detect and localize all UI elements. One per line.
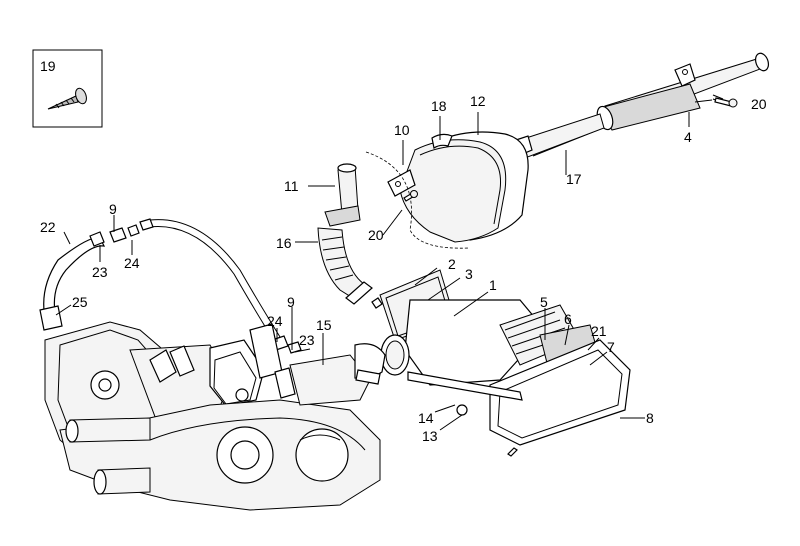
callout-3: 3 — [465, 266, 473, 282]
callout-20-upper: 20 — [751, 96, 767, 112]
leader-lines — [55, 99, 713, 431]
callout-15: 15 — [316, 317, 332, 333]
callout-17: 17 — [566, 171, 582, 187]
screw-left-airbox — [403, 190, 418, 202]
callout-2: 2 — [448, 256, 456, 272]
silencer-assembly — [515, 52, 770, 159]
callout-13: 13 — [422, 428, 438, 444]
callout-1: 1 — [489, 277, 497, 293]
callout-22: 22 — [40, 219, 56, 235]
callout-6: 6 — [564, 311, 572, 327]
inset-part-19: 19 — [32, 49, 103, 128]
callout-24-lower: 24 — [267, 313, 283, 329]
inset-label: 19 — [40, 58, 56, 74]
callout-18: 18 — [431, 98, 447, 114]
callout-24-upper: 24 — [124, 255, 140, 271]
callout-12: 12 — [470, 93, 486, 109]
callout-7: 7 — [607, 339, 615, 355]
callout-23-lower: 23 — [299, 332, 315, 348]
callout-25: 25 — [72, 294, 88, 310]
engine-block — [44, 321, 386, 511]
air-filter-housing — [371, 269, 631, 457]
callout-10: 10 — [394, 122, 410, 138]
callout-20-lower: 20 — [368, 227, 384, 243]
callout-23-upper: 23 — [92, 264, 108, 280]
self-tapping-screw-icon — [47, 87, 87, 110]
exhaust-body — [365, 131, 529, 249]
callout-21: 21 — [591, 323, 607, 339]
callout-11: 11 — [284, 178, 299, 194]
callout-14: 14 — [418, 410, 434, 426]
callout-8: 8 — [646, 410, 654, 426]
callout-labels: 1 2 3 4 5 6 7 8 9 9 10 11 12 13 14 15 16… — [40, 93, 767, 444]
callout-16: 16 — [276, 235, 292, 251]
callout-9-upper: 9 — [109, 201, 117, 217]
screw-upper-right — [714, 97, 738, 108]
callout-9-lower: 9 — [287, 294, 295, 310]
callout-5: 5 — [540, 294, 548, 310]
intake-tube — [317, 163, 373, 305]
callout-4: 4 — [684, 129, 692, 145]
